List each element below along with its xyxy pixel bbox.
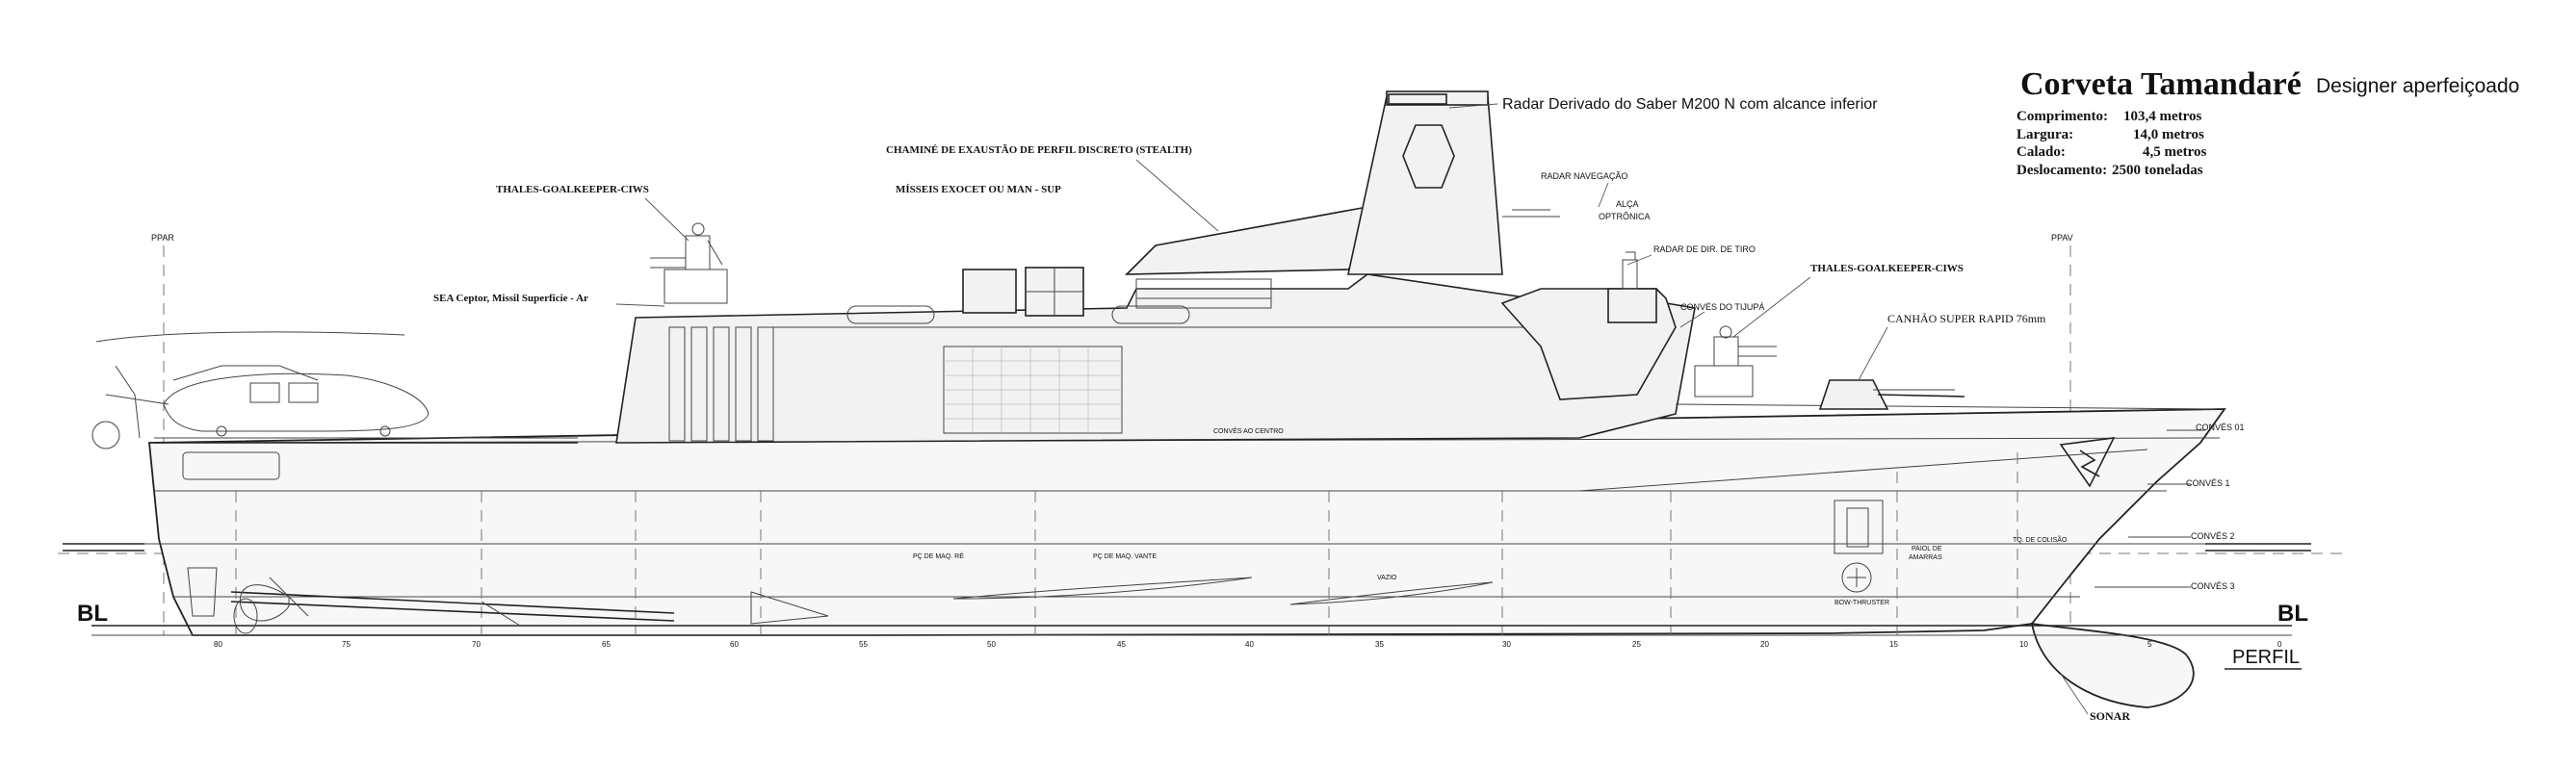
title: Corveta Tamandaré [2020,66,2302,102]
liferaft-rack [846,278,1272,324]
conves-1-label: CONVÉS 1 [2186,478,2230,488]
bow-thruster-label: BOW-THRUSTER [1834,600,1889,606]
radar-nav-label: RADAR NAVEGAÇÃO [1541,171,1627,181]
spec-value: 14,0 metros [2133,127,2204,142]
shaft-fairing [1289,581,1494,605]
spec-label: Deslocamento: [2017,163,2107,178]
frame-number: 30 [1502,640,1511,649]
main-mast [1347,95,1503,275]
deck-lines [82,429,2221,635]
sonar-dome [2030,622,2195,708]
exocet-launcher [962,269,1017,314]
spec-label: Largura: [2017,127,2073,142]
spec-value: 103,4 metros [2123,109,2202,124]
sea-ceptor-label: SEA Ceptor, Missil Superficie - Ar [433,293,588,304]
pfar-label: PPAR [151,233,174,243]
sea-ceptor-cells [668,326,774,442]
frame-number: 50 [987,640,996,649]
shaft-fairing [952,577,1253,600]
spec-label: Comprimento: [2017,109,2108,124]
paiol-label-2: AMARRAS [1909,554,1942,561]
conves-centro-label: CONVÉS AO CENTRO [1213,426,1284,435]
conves-3-label: CONVÉS 3 [2191,581,2235,591]
exocet-launcher-cross [1026,268,1083,316]
conves-tijupa-label: CONVÉS DO TIJUPÁ [1680,302,1764,312]
frame-number: 70 [472,640,481,649]
spec-value: 2500 toneladas [2112,163,2203,178]
radar-saber-label: Radar Derivado do Saber M200 N com alcan… [1502,96,1878,113]
ciws-forward-icon [1694,325,1777,398]
frame-number: 0 [2277,640,2282,649]
perfil-label: PERFIL [2232,647,2300,668]
propulsion-shafts [187,567,829,634]
frame-number: 10 [2019,640,2028,649]
ciws-fwd-label: THALES-GOALKEEPER-CIWS [1810,263,1964,274]
fire-control-radar [1607,288,1657,323]
frame-number: 40 [1245,640,1254,649]
hangar-door-grid [944,346,1122,433]
vazio-label: VAZIO [1377,575,1397,581]
frame-numbers: 80 75 70 65 60 55 50 45 40 35 30 25 20 1… [214,640,2282,649]
frame-number: 75 [342,640,351,649]
saber-radar-icon [1402,124,1455,189]
rudder-icon [187,567,218,617]
ciws-aft-label: THALES-GOALKEEPER-CIWS [496,184,649,195]
bl-marker-aft: BL [77,601,108,627]
pc-maq-re-label: PÇ DE MAQ. RÉ [913,552,964,560]
hull-window [182,451,280,480]
bow-insignia-icon [2059,437,2116,488]
frame-number: 25 [1632,640,1641,649]
cannon-76mm-icon [1818,379,1965,410]
optronic-label-2: OPTRÔNICA [1599,212,1651,221]
frame-number: 60 [730,640,739,649]
stealth-chimney [1125,206,1378,275]
baseline [91,625,2292,636]
radar-tiro-label: RADAR DE DIR. DE TIRO [1653,244,1756,254]
conves-2-label: CONVÉS 2 [2191,531,2235,541]
optronic-director-icon [1622,251,1638,290]
spec-value: 4,5 metros [2143,144,2207,160]
bl-marker-fwd: BL [2277,601,2308,627]
frame-number: 20 [1760,640,1769,649]
paiol-label-1: PAIOL DE [1912,546,1942,552]
helicopter-icon [91,331,429,449]
frame-number: 35 [1375,640,1384,649]
sonar-label: SONAR [2090,709,2130,723]
forecastle [1675,403,2216,410]
hull-outline [148,408,2226,636]
optronic-label-1: ALÇA [1616,199,1639,209]
conves-01-label: CONVÉS 01 [2196,423,2245,432]
pc-maq-vante-label: PÇ DE MAQ. VANTE [1093,553,1157,560]
spec-table: Comprimento: 103,4 metros Largura: 14,0 … [2017,109,2207,178]
frame-number: 15 [1889,640,1898,649]
frame-number: 5 [2147,640,2152,649]
frame-number: 55 [859,640,868,649]
frame-number: 80 [214,640,222,649]
cannon-label: CANHÃO SUPER RAPID 76mm [1887,312,2046,325]
subtitle: Designer aperfeiçoado [2316,75,2519,97]
radar-cap [1388,93,1447,105]
ppav-label: PPAV [2051,233,2073,243]
chimney-label: CHAMINÉ DE EXAUSTÃO DE PERFIL DISCRETO (… [886,144,1192,156]
ciws-aft-icon [650,222,728,304]
propeller-icon [239,584,290,622]
bow-thruster [1834,500,1884,593]
spec-label: Calado: [2017,144,2066,160]
tq-colisao-label: TQ. DE COLISÃO [2013,535,2068,544]
missiles-label: MÍSSEIS EXOCET OU MAN - SUP [896,184,1061,195]
waterline-marks [63,543,2311,552]
frame-number: 65 [602,640,611,649]
frame-number: 45 [1117,640,1126,649]
flight-deck [154,437,578,444]
